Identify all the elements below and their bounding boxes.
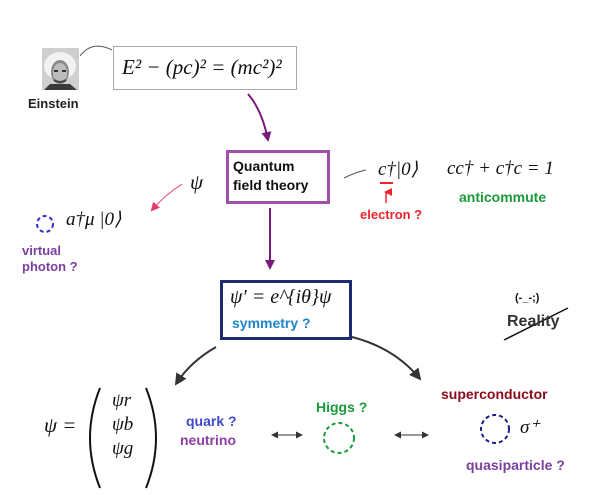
- reality-word: Reality: [507, 313, 560, 330]
- vector-component-blue: ψb: [112, 414, 134, 435]
- photon-creation-operator: a†μ |0⟩: [66, 209, 122, 230]
- electron-label: electron ?: [360, 207, 423, 222]
- vector-left-paren: [89, 387, 101, 489]
- qft-title-line2: field theory: [233, 177, 309, 193]
- energy-equation: E² − (pc)² = (mc²)²: [122, 55, 282, 79]
- anticommutation-relation: cc† + c†c = 1: [447, 158, 554, 179]
- neutrino-label: neutrino: [180, 432, 236, 448]
- vector-component-green: ψg: [112, 438, 134, 459]
- arrow-psi-to-photon: [150, 183, 183, 212]
- qft-title-line1: Quantum: [233, 158, 295, 174]
- einstein-connector: [79, 45, 113, 57]
- anticommute-label: anticommute: [459, 189, 547, 205]
- symmetry-label: symmetry ?: [232, 315, 311, 331]
- vector-component-red: ψr: [112, 390, 132, 411]
- einstein-portrait: [42, 48, 79, 90]
- higgs-circle: [323, 422, 355, 454]
- arrow-equation-to-qft: [247, 93, 272, 142]
- sigma-plus-symbol: σ⁺: [520, 417, 540, 438]
- photon-label: photon ?: [22, 259, 78, 274]
- einstein-caption: Einstein: [28, 96, 79, 111]
- higgs-label: Higgs ?: [316, 399, 368, 415]
- vector-right-paren: [145, 387, 157, 489]
- qft-box: [226, 150, 330, 204]
- superconductor-label: superconductor: [441, 386, 548, 402]
- virtual-label: virtual: [22, 243, 62, 258]
- qft-to-electron-connector: [343, 169, 367, 179]
- arrow-symmetry-to-superconductor: [351, 336, 422, 381]
- photon-circle: [36, 215, 54, 233]
- quasiparticle-label: quasiparticle ?: [466, 457, 565, 473]
- equation-box: [113, 46, 297, 90]
- psi-field-symbol: ψ: [190, 170, 204, 194]
- reality-face: (-_-;): [515, 292, 540, 304]
- quark-label: quark ?: [186, 413, 237, 429]
- arrow-symmetry-to-quark: [174, 346, 217, 386]
- electron-creation-operator: c†|0⟩: [378, 159, 419, 180]
- symmetry-box: [220, 280, 352, 340]
- gauge-transformation: ψ′ = e^{iθ}ψ: [230, 286, 332, 308]
- reality-strike: [503, 307, 569, 341]
- quasiparticle-circle: [480, 414, 510, 444]
- vector-lhs: ψ =: [44, 413, 77, 437]
